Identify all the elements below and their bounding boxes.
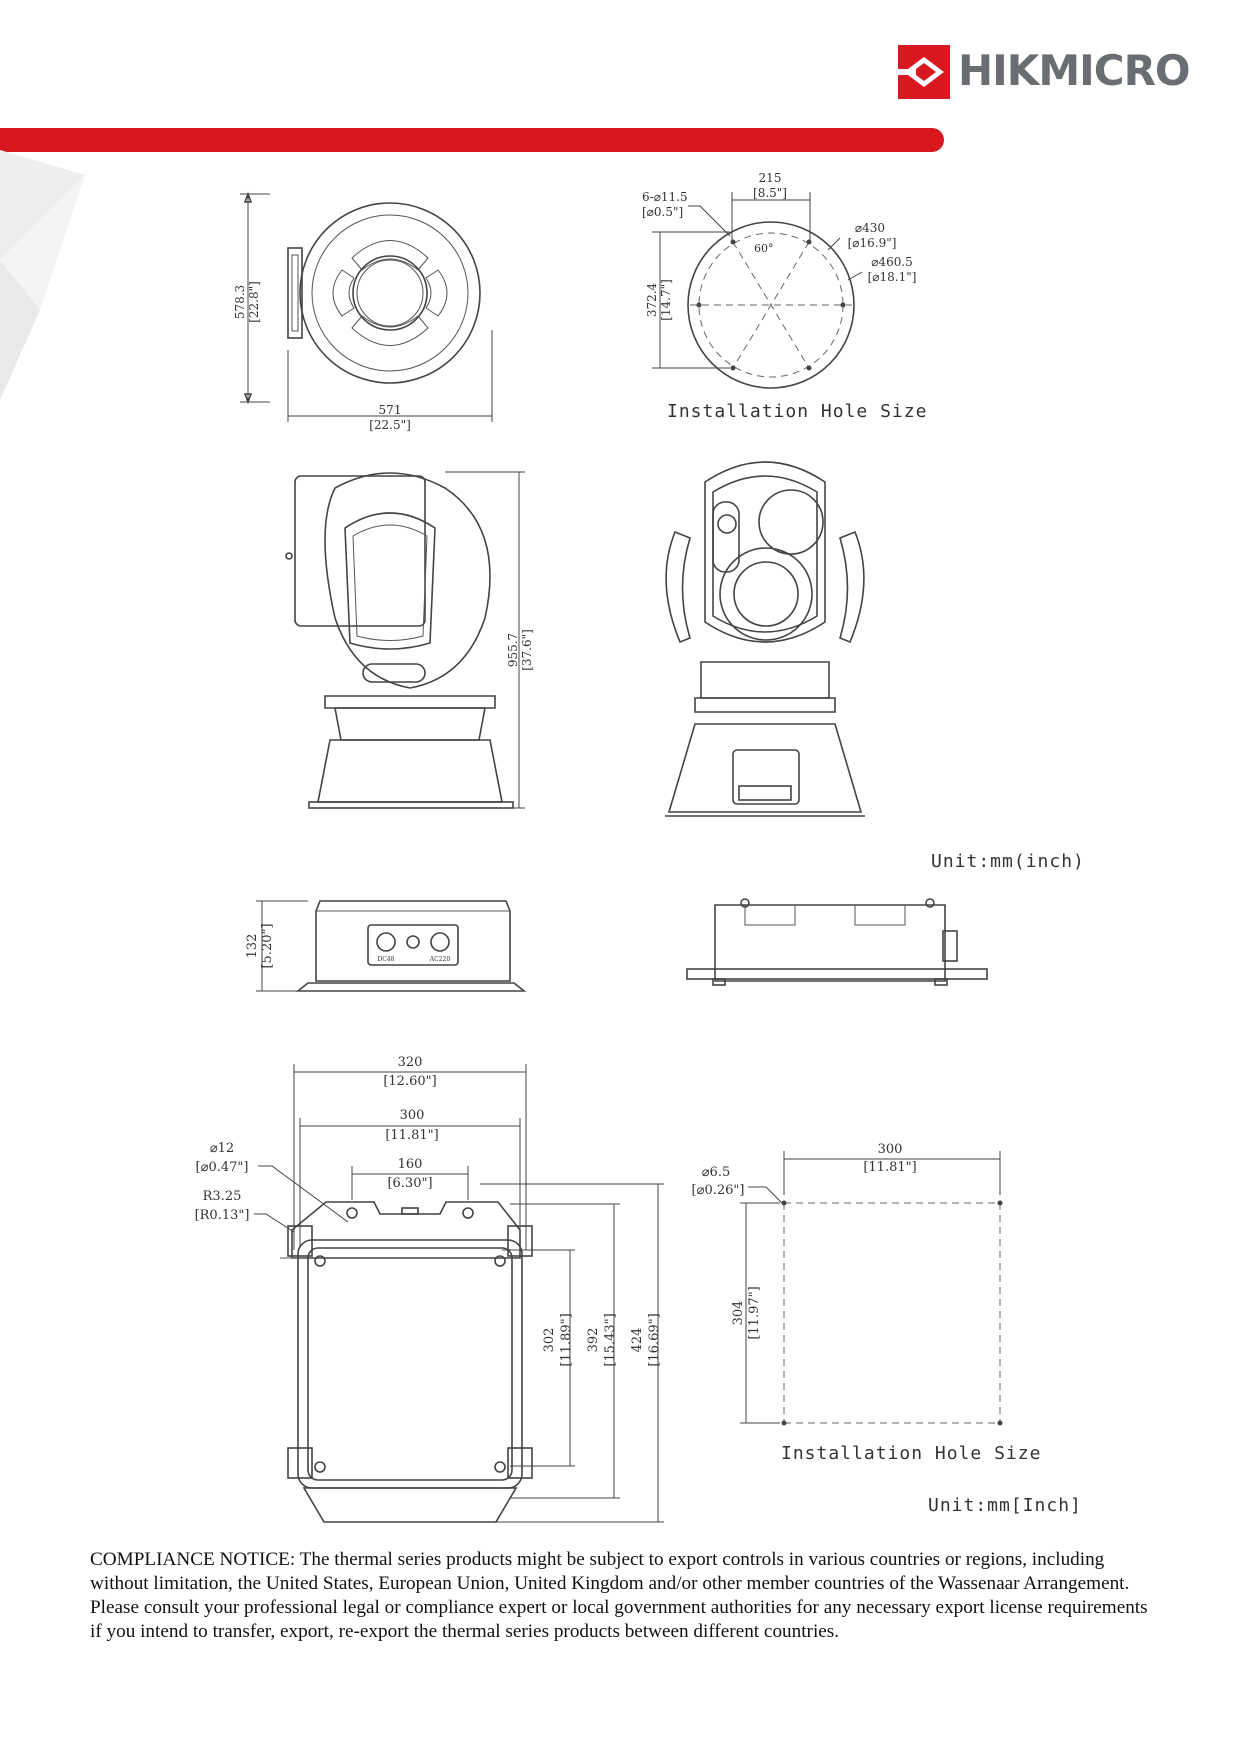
install-hole-circle-drawing: 215 [8.5"] 6-⌀11.5 [⌀0.5"] 60° ⌀430 [⌀16…	[642, 171, 917, 389]
bf-w320-in: [12.60"]	[383, 1074, 436, 1089]
bf-h302-in: [11.89"]	[559, 1313, 574, 1366]
ih1-outer-mm: ⌀460.5	[871, 255, 913, 269]
box-side-dc-label: DC48	[377, 956, 394, 963]
box-front-height-labels: 302 [11.89"] 392 [15.43"] 424 [16.69"]	[542, 1313, 662, 1366]
bf-radius-mm: R3.25	[203, 1189, 242, 1204]
ih1-holes-mm: 6-⌀11.5	[642, 190, 688, 204]
front-view-drawing	[665, 461, 865, 817]
brand-name: HIKMICRO	[958, 46, 1191, 95]
top-height-in: [22.8"]	[247, 281, 261, 323]
unit-label-2: Unit:mm[Inch]	[928, 1495, 1082, 1516]
bf-w320-mm: 320	[398, 1055, 423, 1070]
side-height-in: [37.6"]	[520, 629, 534, 671]
bf-w160-in: [6.30"]	[387, 1176, 432, 1191]
install-hole-caption-1: Installation Hole Size	[667, 401, 928, 422]
side-view-drawing	[285, 471, 525, 809]
bf-hole-in: [⌀0.47"]	[196, 1160, 249, 1175]
bf-h302-mm: 302	[542, 1328, 557, 1353]
hikmicro-logo-icon	[898, 45, 950, 99]
bf-w300-in: [11.81"]	[385, 1128, 438, 1143]
bf-w300-mm: 300	[400, 1108, 425, 1123]
box-profile-drawing	[686, 898, 988, 986]
ih2-w-in: [11.81"]	[863, 1160, 916, 1175]
ih1-outer-in: [⌀18.1"]	[868, 270, 917, 284]
bf-h424-in: [16.69"]	[647, 1313, 662, 1366]
bf-radius-in: [R0.13"]	[195, 1208, 250, 1223]
box-side-height-mm: 132	[245, 934, 260, 959]
install-hole-caption-2: Installation Hole Size	[781, 1443, 1042, 1464]
box-side-height-in: [5.20"]	[260, 923, 275, 968]
header-red-bar	[0, 128, 944, 152]
top-height-mm: 578.3	[233, 285, 247, 319]
bf-h392-in: [15.43"]	[603, 1313, 618, 1366]
ih1-height-mm: 372.4	[645, 282, 659, 317]
ih1-spacing-in: [8.5"]	[753, 186, 787, 200]
ih1-pcd-in: [⌀16.9"]	[848, 236, 897, 250]
ih2-h-mm: 304	[731, 1301, 746, 1326]
top-width-mm: 571	[379, 403, 402, 417]
decorative-facets	[0, 150, 85, 400]
compliance-notice: COMPLIANCE NOTICE: The thermal series pr…	[90, 1549, 1148, 1642]
install-hole-rect-drawing: 300 [11.81"] ⌀6.5 [⌀0.26"] 304 [11.97"]	[692, 1142, 1003, 1426]
ih2-hole-mm: ⌀6.5	[702, 1165, 731, 1180]
ih1-spacing-mm: 215	[759, 171, 782, 185]
ih2-w-mm: 300	[878, 1142, 903, 1157]
box-front-drawing: 320 [12.60"] 300 [11.81"] 160 [6.30"] ⌀1…	[195, 1055, 664, 1523]
unit-label-1: Unit:mm(inch)	[931, 851, 1085, 872]
brand-logo: HIKMICRO	[898, 44, 1191, 102]
ih2-hole-in: [⌀0.26"]	[692, 1183, 745, 1198]
top-view-drawing: 578.3 [22.8"] 571 [22.5"]	[233, 191, 493, 432]
side-height-label: 955.7 [37.6"]	[506, 629, 534, 671]
ih1-angle: 60°	[754, 242, 774, 255]
bf-w160-mm: 160	[398, 1157, 423, 1172]
ih1-pcd-mm: ⌀430	[855, 221, 885, 235]
ih1-height-in: [14.7"]	[659, 279, 673, 321]
side-height-mm: 955.7	[506, 633, 520, 667]
box-side-drawing: 132 [5.20"] DC48 AC220	[245, 900, 527, 992]
box-side-ac-label: AC220	[429, 956, 451, 963]
bf-h424-mm: 424	[630, 1328, 645, 1353]
ih1-holes-in: [⌀0.5"]	[642, 205, 683, 219]
top-width-in: [22.5"]	[369, 418, 411, 432]
bf-h392-mm: 392	[586, 1328, 601, 1353]
ih2-h-in: [11.97"]	[747, 1286, 762, 1339]
bf-hole-mm: ⌀12	[210, 1141, 234, 1156]
